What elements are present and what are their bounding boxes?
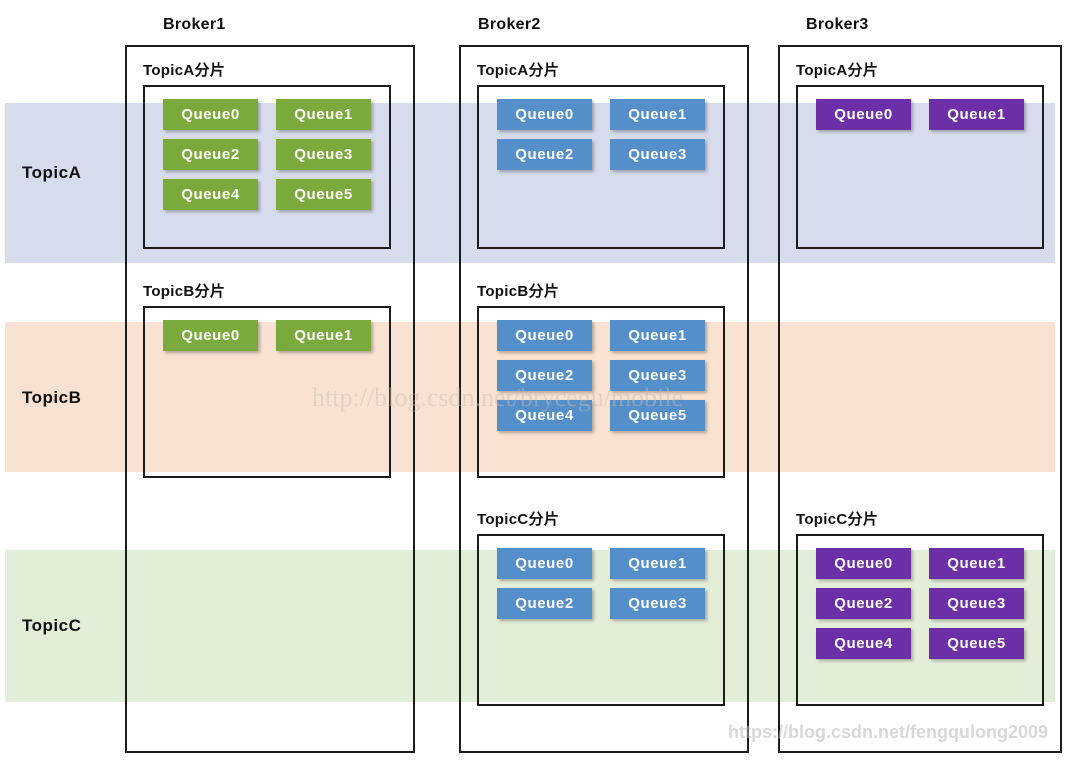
- broker-title-broker2: Broker2: [478, 16, 541, 33]
- queue-item[interactable]: Queue0: [816, 99, 911, 130]
- queue-item[interactable]: Queue0: [497, 99, 592, 130]
- broker-box-broker3: [778, 45, 1062, 753]
- broker-box-broker2: [459, 45, 749, 753]
- shard-box: Queue0 Queue1: [796, 85, 1044, 249]
- queue-item[interactable]: Queue2: [497, 139, 592, 170]
- queue-item[interactable]: Queue0: [497, 320, 592, 351]
- queue-item[interactable]: Queue2: [163, 139, 258, 170]
- shard-title: TopicA分片: [796, 62, 879, 79]
- shard-title: TopicA分片: [477, 62, 560, 79]
- queue-item[interactable]: Queue1: [276, 320, 371, 351]
- queue-item[interactable]: Queue1: [929, 99, 1024, 130]
- shard-title: TopicB分片: [477, 283, 560, 300]
- broker-box-broker1: [125, 45, 415, 753]
- queue-item[interactable]: Queue4: [816, 628, 911, 659]
- shard-box: Queue0 Queue1: [143, 306, 391, 478]
- queue-item[interactable]: Queue3: [610, 139, 705, 170]
- queue-grid: Queue0 Queue1: [798, 99, 1042, 130]
- queue-item[interactable]: Queue5: [929, 628, 1024, 659]
- queue-item[interactable]: Queue3: [929, 588, 1024, 619]
- shard-title: TopicA分片: [143, 62, 226, 79]
- queue-item[interactable]: Queue5: [276, 179, 371, 210]
- queue-item[interactable]: Queue1: [276, 99, 371, 130]
- queue-grid: Queue0 Queue1: [145, 320, 389, 351]
- broker-title-broker3: Broker3: [806, 16, 869, 33]
- shard-group: TopicA分片 Queue0 Queue1: [796, 59, 1044, 249]
- queue-item[interactable]: Queue3: [610, 588, 705, 619]
- queue-item[interactable]: Queue3: [610, 360, 705, 391]
- shard-title: TopicC分片: [796, 511, 879, 528]
- queue-item[interactable]: Queue2: [497, 360, 592, 391]
- topic-band-label: TopicB: [22, 388, 82, 407]
- shard-title: TopicB分片: [143, 283, 226, 300]
- queue-item[interactable]: Queue4: [497, 400, 592, 431]
- queue-item[interactable]: Queue5: [610, 400, 705, 431]
- queue-item[interactable]: Queue1: [929, 548, 1024, 579]
- queue-item[interactable]: Queue1: [610, 99, 705, 130]
- queue-item[interactable]: Queue2: [816, 588, 911, 619]
- queue-item[interactable]: Queue0: [497, 548, 592, 579]
- topic-band-label: TopicA: [22, 163, 82, 182]
- shard-group: TopicB分片 Queue0 Queue1: [143, 280, 391, 478]
- topic-band-label: TopicC: [22, 616, 82, 635]
- broker-title-broker1: Broker1: [163, 16, 226, 33]
- queue-item[interactable]: Queue1: [610, 548, 705, 579]
- queue-item[interactable]: Queue3: [276, 139, 371, 170]
- queue-item[interactable]: Queue0: [163, 320, 258, 351]
- shard-title: TopicC分片: [477, 511, 560, 528]
- queue-item[interactable]: Queue4: [163, 179, 258, 210]
- queue-item[interactable]: Queue0: [163, 99, 258, 130]
- queue-item[interactable]: Queue1: [610, 320, 705, 351]
- queue-item[interactable]: Queue2: [497, 588, 592, 619]
- queue-item[interactable]: Queue0: [816, 548, 911, 579]
